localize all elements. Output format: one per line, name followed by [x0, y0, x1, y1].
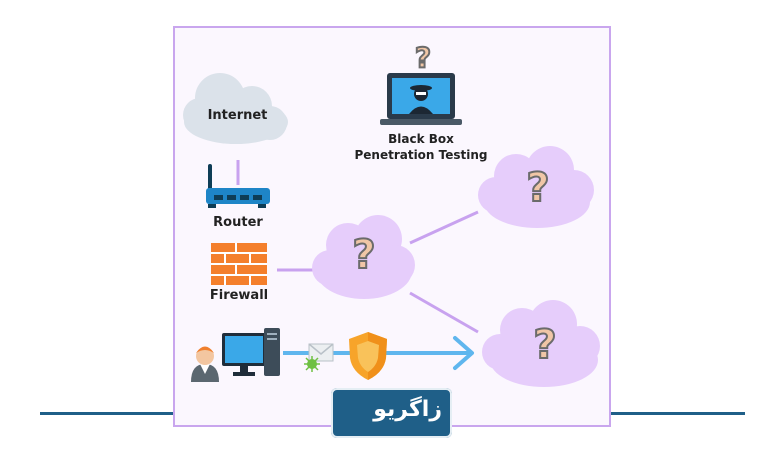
computer-icon [222, 328, 280, 376]
brand-logo-text: زاگریو [373, 397, 442, 422]
unknown-cloud-center [312, 215, 415, 299]
lower-cloud-question-mark: ? [532, 322, 557, 368]
user-avatar-icon [191, 346, 219, 382]
black-box-title-line2: Penetration Testing [354, 148, 488, 162]
shield-icon [349, 332, 387, 380]
unknown-cloud-upper [478, 146, 594, 228]
infected-email-icon [304, 343, 334, 372]
internet-label: Internet [207, 108, 268, 123]
firewall-icon [211, 243, 267, 285]
brand-logo[interactable]: زاگریو [331, 388, 452, 438]
cloud-upper-connector [409, 210, 479, 245]
black-box-title-line1: Black Box [388, 132, 454, 146]
unknown-cloud-lower [482, 300, 600, 387]
laptop-question-mark: ? [414, 41, 432, 74]
laptop-hacker-icon [380, 73, 462, 125]
traffic-arrow-head [453, 336, 474, 370]
router-label: Router [213, 215, 263, 230]
upper-cloud-question-mark: ? [525, 165, 550, 211]
cloud-lower-connector [409, 291, 479, 334]
firewall-label: Firewall [209, 288, 269, 303]
center-cloud-question-mark: ? [351, 232, 376, 278]
router-icon [206, 164, 270, 208]
internet-cloud-icon [183, 73, 288, 144]
